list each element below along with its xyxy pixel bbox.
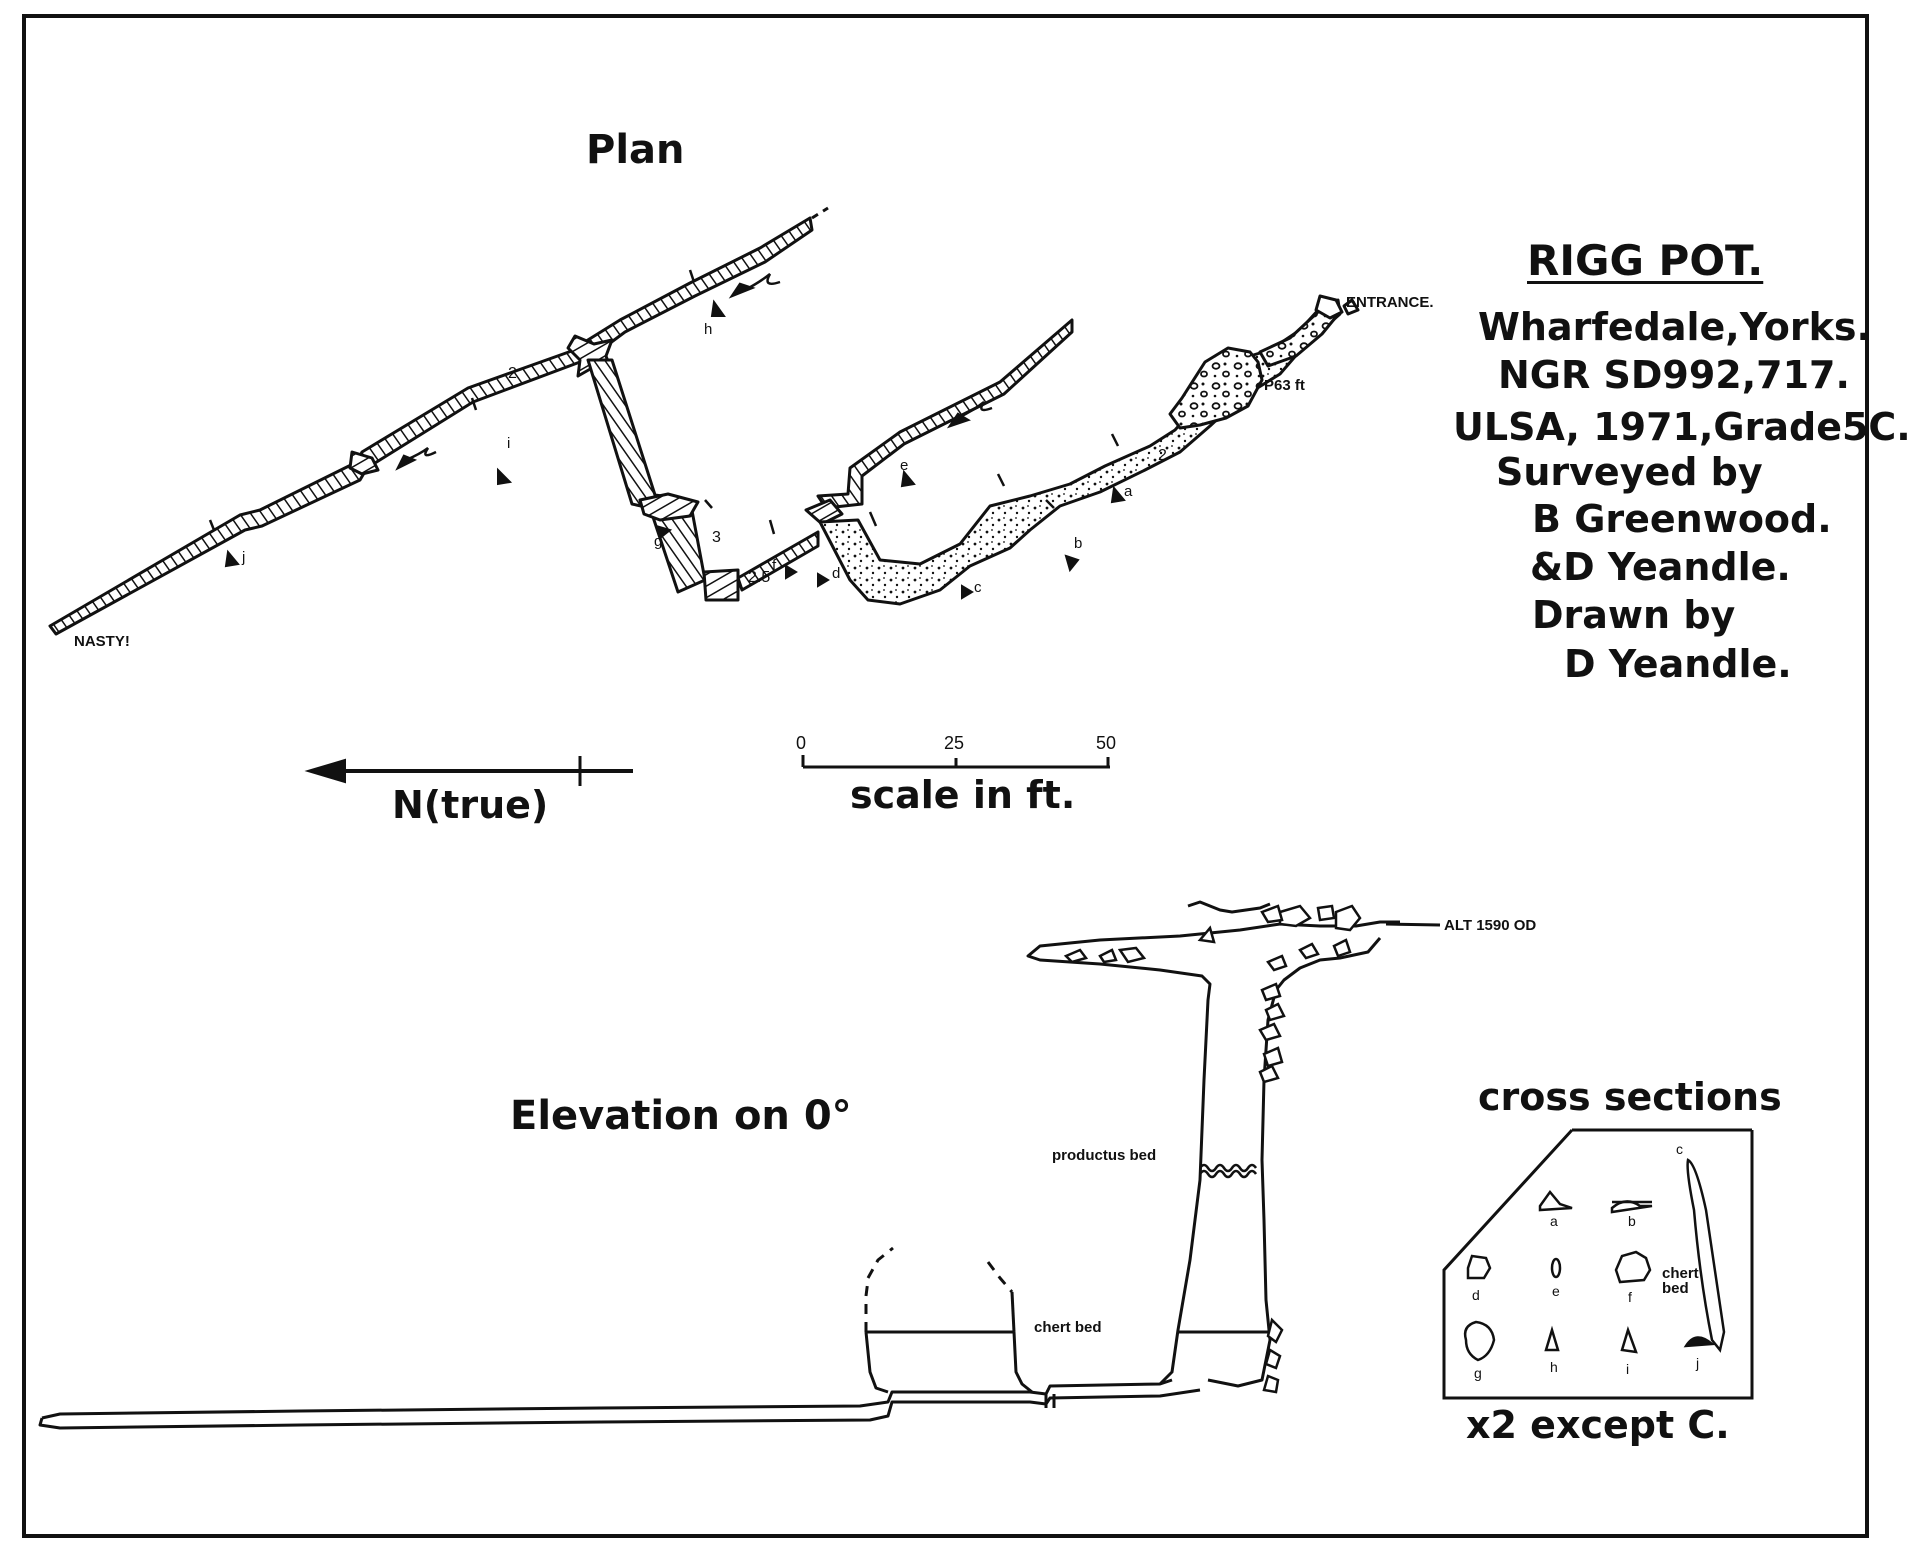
info-drawn-by: Drawn by [1532,593,1736,637]
plan-mark-c: c [974,579,982,596]
section-label-b: b [1628,1213,1636,1229]
cross-sections-note: x2 except C. [1466,1403,1730,1447]
info-surveyor-2: &D Yeandle. [1530,545,1791,589]
slope-2-lower: 2 [1158,447,1167,464]
section-label-a: a [1550,1213,1558,1229]
section-label-c: c [1676,1141,1683,1157]
info-ngr: NGR SD992,717. [1498,353,1850,397]
plan-mark-h: h [704,321,713,338]
plan-mark-i: i [507,435,511,452]
plan-mark-j: j [242,549,246,566]
sheet-border [22,14,1869,1538]
section-label-j: j [1696,1355,1700,1371]
altitude-label: ALT 1590 OD [1444,917,1537,934]
section-label-d: d [1472,1287,1480,1303]
scale-bar [801,755,1110,769]
scale-label: scale in ft. [850,773,1076,817]
cross-sections-title: cross sections [1478,1075,1782,1119]
slope-2-upper: 2 [508,365,517,382]
slope-3: 3 [712,529,721,546]
info-drafter: D Yeandle. [1564,642,1792,686]
plan-mark-a: a [1124,483,1133,500]
info-location: Wharfedale,Yorks. [1478,305,1871,349]
info-surveyed-by: Surveyed by [1496,450,1763,494]
elevation-survey [38,900,1441,1430]
plan-mark-f: f [772,557,777,574]
section-chert-bed-label: chert bed [1662,1265,1699,1297]
section-label-g: g [1474,1365,1482,1381]
pitch-label: P63 ft [1264,377,1305,394]
plan-mark-b: b [1074,535,1083,552]
nasty-label: NASTY! [74,633,130,650]
elevation-title: Elevation on 0° [510,1093,852,1139]
section-label-e: e [1552,1283,1560,1299]
elevation-boulders [1063,904,1362,1394]
north-label: N(true) [392,783,549,827]
plan-survey [48,206,1360,636]
scale-tick-0: 0 [796,733,807,753]
cross-sections-frame [1442,1128,1754,1400]
entrance-label: ENTRANCE. [1346,294,1434,311]
section-label-f: f [1628,1289,1632,1305]
slope-2-5: 2.5 [748,569,771,586]
plan-flow-arrows [395,273,993,471]
productus-bed-label: productus bed [1052,1147,1157,1164]
section-label-h: h [1550,1359,1558,1375]
survey-title: RIGG POT. [1527,236,1764,285]
chert-bed-label: chert bed [1034,1319,1102,1336]
scale-tick-25: 25 [944,733,965,753]
plan-mark-g: g [654,533,663,550]
plan-mark-d: d [832,565,841,582]
section-label-i: i [1626,1361,1630,1377]
cross-section-shapes [1463,1158,1726,1362]
plan-title: Plan [586,127,685,173]
plan-mark-e: e [900,457,909,474]
plan-section-markers [224,299,1126,600]
plan-wall-ticks [208,269,1120,535]
scale-tick-50: 50 [1096,733,1117,753]
north-arrow [304,756,633,786]
info-surveyor-1: B Greenwood. [1532,497,1832,541]
info-club-year-grade: ULSA, 1971,Grade5C. [1453,405,1911,449]
